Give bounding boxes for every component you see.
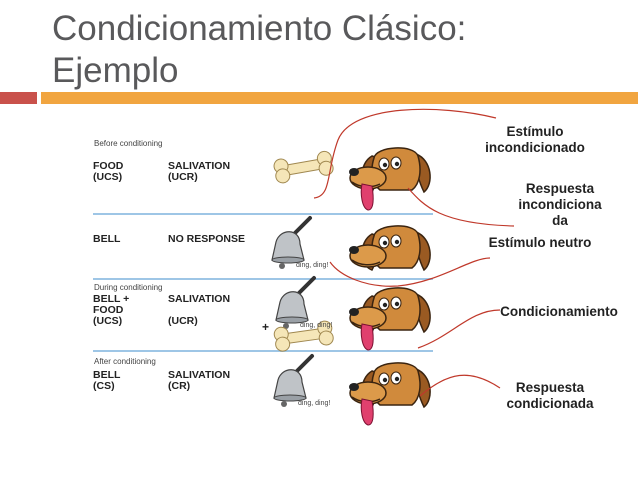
stage-label-after: After conditioning bbox=[94, 357, 156, 366]
title-underline-red bbox=[0, 92, 37, 104]
bell-sound-stage4: ding, ding! bbox=[298, 400, 331, 407]
term-bell: BELL bbox=[93, 233, 121, 245]
dog-icon-stage3 bbox=[348, 287, 431, 351]
bell-sound-stage3: ding, ding! bbox=[300, 322, 333, 329]
divider-2 bbox=[93, 278, 433, 280]
title-underline-orange bbox=[41, 92, 638, 104]
term-bell-cs: BELL (CS) bbox=[93, 369, 121, 392]
annotation-conditioning: Condicionamiento bbox=[500, 304, 618, 319]
bone-icon-stage1 bbox=[272, 149, 335, 185]
dog-icon-stage4 bbox=[348, 362, 431, 426]
plus-sign: + bbox=[262, 320, 270, 334]
line-neutral bbox=[329, 257, 491, 287]
bell-sound-stage2: ding, ding! bbox=[296, 262, 329, 269]
dog-icon-stage1 bbox=[348, 147, 431, 211]
divider-3 bbox=[93, 350, 433, 352]
term-no-response: NO RESPONSE bbox=[168, 233, 246, 245]
slide-title-line-2: Ejemplo bbox=[52, 51, 179, 90]
term-salivation-ucr-during: SALIVATION (UCR) bbox=[168, 293, 231, 327]
stage-label-during: During conditioning bbox=[94, 283, 163, 292]
term-salivation-cr: SALIVATION (CR) bbox=[168, 369, 231, 392]
slide-title: Condicionamiento Clásico: Ejemplo bbox=[52, 8, 612, 92]
annotation-neutral: Estímulo neutro bbox=[488, 235, 592, 250]
divider-1 bbox=[93, 213, 433, 215]
term-salivation-ucr: SALIVATION (UCR) bbox=[168, 160, 231, 183]
stage-label-before: Before conditioning bbox=[94, 139, 163, 148]
dog-icon-stage2 bbox=[348, 225, 431, 271]
line-ucr bbox=[407, 187, 515, 227]
annotation-lines bbox=[313, 108, 515, 397]
annotation-cr: Respuesta condicionada bbox=[506, 380, 594, 411]
line-ucs bbox=[313, 108, 497, 199]
line-conditioning bbox=[417, 309, 501, 349]
term-food-ucs: FOOD (UCS) bbox=[93, 160, 124, 183]
term-bell-food-ucs: BELL + FOOD (UCS) bbox=[93, 293, 130, 327]
annotation-ucs: Estímulo incondicionado bbox=[485, 124, 585, 155]
slide-title-line-1: Condicionamiento Clásico: bbox=[52, 9, 467, 48]
line-cr bbox=[419, 374, 501, 397]
annotation-ucr: Respuesta incondiciona da bbox=[518, 181, 602, 228]
